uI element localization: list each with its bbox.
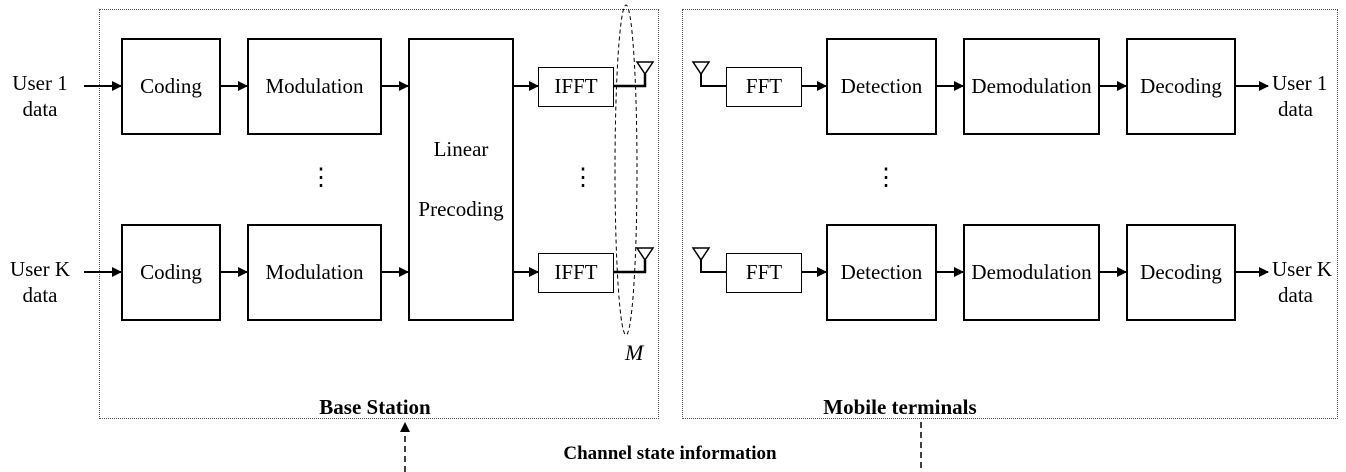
modulation-ellipsis: ⋮ <box>309 165 333 191</box>
detection-block-user-k: Detection <box>826 224 937 321</box>
antenna-count-symbol: M <box>625 340 644 365</box>
mobile-terminals-label: Mobile terminals <box>823 395 977 419</box>
demodulation-block-user-1: Demodulation <box>963 38 1100 135</box>
fft-block-user-1: FFT <box>726 67 802 107</box>
mobile-terminals-region <box>682 9 1338 419</box>
coding-block-user-k: Coding <box>121 224 221 321</box>
channel-state-information-label: Channel state information <box>563 443 777 464</box>
detection-ellipsis: ⋮ <box>874 165 898 191</box>
coding-block-user-1: Coding <box>121 38 221 135</box>
ifft-ellipsis: ⋮ <box>571 165 595 191</box>
base-station-label: Base Station <box>319 395 431 419</box>
antenna-icon <box>635 61 711 262</box>
detection-block-user-1: Detection <box>826 38 937 135</box>
demodulation-block-user-k: Demodulation <box>963 224 1100 321</box>
ifft-block-1: IFFT <box>538 67 614 107</box>
fft-block-user-k: FFT <box>726 253 802 293</box>
modulation-block-user-1: Modulation <box>247 38 382 135</box>
linear-precoding-block: Linear Precoding <box>408 38 514 321</box>
base-station-region <box>99 9 659 419</box>
ifft-block-m: IFFT <box>538 253 614 293</box>
decoding-block-user-1: Decoding <box>1126 38 1236 135</box>
decoding-block-user-k: Decoding <box>1126 224 1236 321</box>
modulation-block-user-k: Modulation <box>247 224 382 321</box>
